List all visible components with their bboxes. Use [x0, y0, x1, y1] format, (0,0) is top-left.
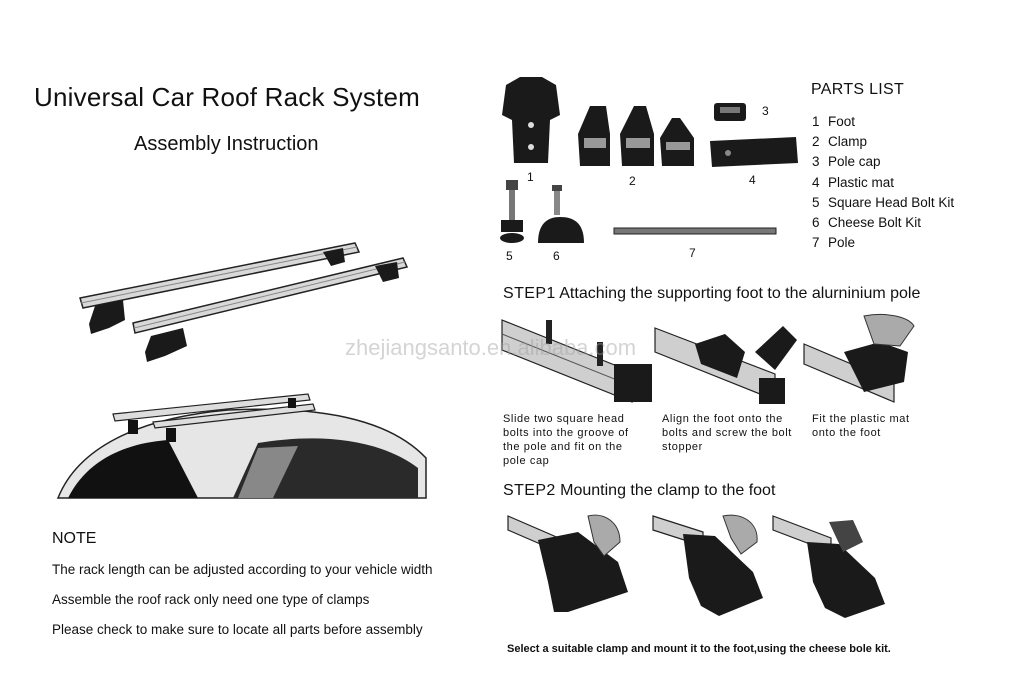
step1-image-3: [803, 313, 915, 403]
step2-image-3: [772, 515, 885, 618]
step1-caption-3: Fit the plastic mat onto the foot: [812, 413, 910, 439]
note-line: The rack length can be adjusted accordin…: [52, 562, 433, 577]
step2-caption: Select a suitable clamp and mount it to …: [507, 643, 891, 655]
part-pole-image: [613, 227, 777, 235]
page-subtitle: Assembly Instruction: [134, 133, 319, 155]
note-line: Assemble the roof rack only need one typ…: [52, 592, 370, 607]
step1-image-1: [501, 319, 652, 403]
part-cheese-bolt-image: [538, 185, 584, 243]
page-title: Universal Car Roof Rack System: [34, 82, 420, 112]
part-number-label: 4: [749, 173, 756, 187]
part-number-label: 7: [689, 246, 696, 260]
part-number-label: 6: [553, 249, 560, 263]
step2-image-2: [652, 514, 763, 616]
part-pole-cap-image: [714, 103, 746, 121]
step2-image-1: [507, 514, 628, 612]
part-square-bolt-image: [500, 180, 524, 243]
step1-image-2: [654, 326, 797, 404]
watermark-text: zhejiangsanto.en.alibaba.com: [345, 335, 637, 360]
part-clamp-image: [578, 106, 694, 166]
part-number-label: 3: [762, 104, 769, 118]
step1-caption-1: Slide two square head bolts into the gro…: [503, 413, 629, 467]
part-foot-image: [502, 77, 560, 163]
step1-caption-2: Align the foot onto the bolts and screw …: [662, 413, 792, 453]
car-with-rack-illustration: [56, 393, 427, 499]
note-heading: NOTE: [52, 530, 97, 547]
part-number-label: 1: [527, 170, 534, 184]
part-plastic-mat-image: [710, 137, 798, 167]
part-number-label: 5: [506, 249, 513, 263]
part-number-label: 2: [629, 174, 636, 188]
parts-list-heading: PARTS LIST: [811, 81, 905, 98]
step2-heading: STEP2 Mounting the clamp to the foot: [503, 482, 776, 499]
roof-rack-illustration: [79, 242, 409, 362]
note-line: Please check to make sure to locate all …: [52, 622, 423, 637]
step1-heading: STEP1 Attaching the supporting foot to t…: [503, 285, 921, 302]
